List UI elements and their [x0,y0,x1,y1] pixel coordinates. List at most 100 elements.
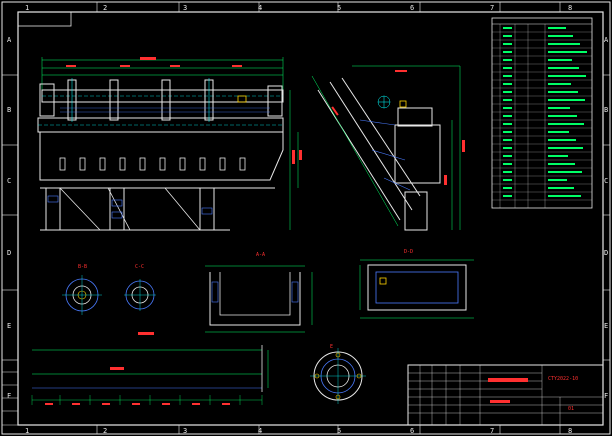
spec-row-value-mark [548,171,582,173]
spec-row-mark [503,27,512,29]
revision-block [1,371,19,426]
spec-row-value-mark [548,179,567,181]
spec-row-value-mark [548,139,576,141]
flange-detail-view: E [310,344,366,404]
sheet-label: 01 [568,406,574,412]
spec-row-mark [503,99,512,101]
spec-row-mark [503,83,512,85]
spec-row-value-mark [548,27,566,29]
spec-row-value-mark [548,147,583,149]
col-marker: 1 [25,4,29,12]
spec-row-value-mark [548,123,584,125]
row-marker: F [7,392,11,400]
spec-row-mark [503,67,512,69]
col-marker: 4 [258,4,262,12]
spec-row-mark [503,163,512,165]
row-marker: A [604,36,609,44]
spec-row-mark [503,123,512,125]
spec-row-value-mark [548,99,585,101]
spec-row-value-mark [548,155,568,157]
col-marker: 4 [258,427,262,435]
inner-border [17,11,604,426]
parts-specification-table [491,17,593,209]
row-marker: F [604,392,608,400]
title-block: CTY2022-10 01 [407,364,604,426]
spec-row-value-mark [548,67,579,69]
spec-row-mark [503,147,512,149]
col-marker: 5 [337,427,341,435]
spec-row-value-mark [548,51,587,53]
col-marker: 5 [337,4,341,12]
col-marker: 8 [568,4,572,12]
spec-row-mark [503,51,512,53]
row-markers-left: A B C D E F [7,36,12,400]
section-label: A-A [256,252,265,258]
spec-row-mark [503,59,512,61]
spec-row-value-mark [548,83,571,85]
section-label: C-C [135,264,144,270]
row-marker: B [7,106,11,114]
spec-row-value-mark [548,115,577,117]
col-marker: 7 [490,4,494,12]
spec-row-value-mark [548,187,574,189]
row-marker: D [7,249,11,257]
col-marker: 3 [183,4,187,12]
spec-row-mark [503,179,512,181]
section-view-b: B-B [62,264,102,315]
spec-row-value-mark [548,59,572,61]
section-label: E [330,344,333,350]
col-marker: 8 [568,427,572,435]
row-markers-right: A B C D E F [604,36,609,400]
spec-row-mark [503,35,512,37]
red-note-bar [138,332,154,335]
section-label: B-B [78,264,87,270]
row-marker: C [604,177,608,185]
spec-row-mark [503,187,512,189]
row-marker: E [604,322,608,330]
row-marker: E [7,322,11,330]
col-marker: 6 [410,427,414,435]
row-marker: B [604,106,608,114]
spec-row-mark [503,139,512,141]
inclined-side-view [311,65,465,231]
spec-row-mark [503,171,512,173]
corner-label-box [17,11,72,27]
spec-row-mark [503,131,512,133]
row-marker: C [7,177,11,185]
spec-row-value-mark [548,107,570,109]
spec-row-value-mark [548,91,578,93]
col-marker: 7 [490,427,494,435]
section-view-d-box: D-D [359,249,474,319]
col-marker: 1 [25,427,29,435]
spec-rows [492,27,592,201]
column-markers-bottom: 1 2 3 4 5 6 7 8 [25,427,572,435]
row-marker: A [7,36,12,44]
spec-row-value-mark [548,75,586,77]
section-view-a-channel: A-A [205,252,313,333]
row-marker: D [604,249,608,257]
spec-row-mark [503,75,512,77]
spec-row-value-mark [548,131,569,133]
spec-row-mark [503,115,512,117]
section-view-c: C-C [124,264,156,311]
front-elevation-view [37,57,302,231]
spec-row-mark [503,155,512,157]
col-marker: 3 [183,427,187,435]
spec-row-mark [503,195,512,197]
col-marker: 2 [103,427,107,435]
rail-detail-view [31,345,269,405]
spec-row-value-mark [548,35,573,37]
col-marker: 6 [410,4,414,12]
spec-row-value-mark [548,43,580,45]
spec-row-mark [503,43,512,45]
spec-row-mark [503,107,512,109]
col-marker: 2 [103,4,107,12]
column-markers-top: 1 2 3 4 5 6 7 8 [25,4,572,12]
section-label: D-D [404,249,413,255]
drawing-number: CTY2022-10 [548,376,578,382]
spec-row-mark [503,91,512,93]
